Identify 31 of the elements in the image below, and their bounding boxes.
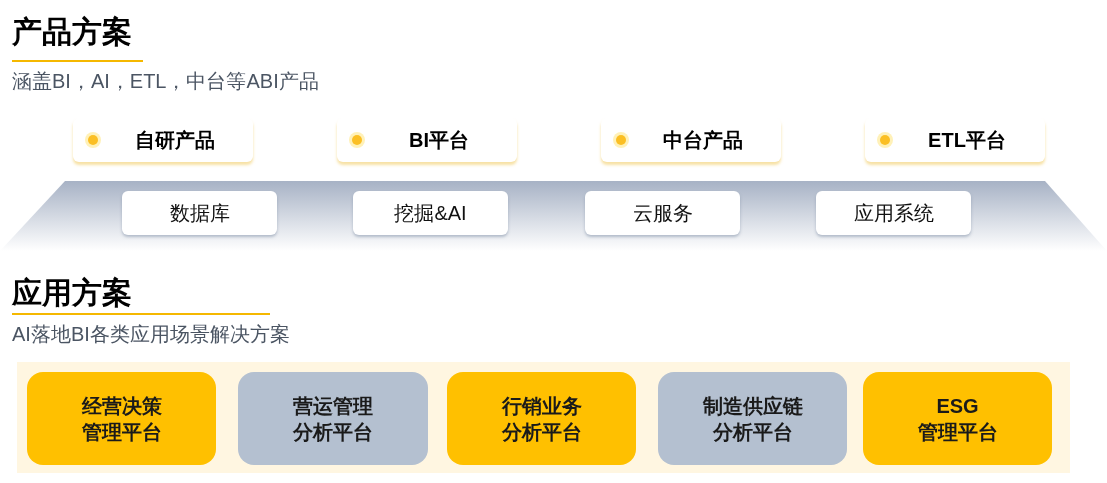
category-box	[585, 191, 740, 235]
node-label: ESG 管理平台	[916, 393, 999, 445]
solutions-panel	[17, 362, 1070, 473]
solution-tile	[863, 372, 1052, 465]
solution-tile	[658, 372, 847, 465]
category-box	[122, 191, 277, 235]
section-heading: 应用方案	[12, 275, 132, 311]
category-box	[816, 191, 971, 235]
node-label: 中台产品	[663, 128, 743, 153]
node-label: 数据库	[169, 201, 230, 226]
solution-tile	[27, 372, 216, 465]
node-label: 云服务	[632, 201, 693, 226]
node-label: 应用系统	[853, 201, 934, 226]
node-label: BI平台	[409, 128, 469, 153]
category-box	[353, 191, 508, 235]
section-subtitle: 涵盖BI，AI，ETL，中台等ABI产品	[12, 69, 319, 94]
solution-tile	[238, 372, 428, 465]
section-subtitle: AI落地BI各类应用场景解决方案	[12, 322, 290, 347]
product-card	[601, 118, 781, 162]
product-card	[865, 118, 1045, 162]
node-label: 行销业务分析平台	[501, 393, 582, 445]
node-label: 自研产品	[135, 128, 215, 153]
solution-tile	[447, 372, 636, 465]
node-label: 挖掘&AI	[394, 201, 467, 226]
node-label: ETL平台	[928, 128, 1006, 153]
product-card	[73, 118, 253, 162]
product-card	[337, 118, 517, 162]
node-label: 制造供应链分析平台	[702, 393, 803, 445]
node-label: 经营决策管理平台	[81, 393, 162, 445]
node-label: 营运管理分析平台	[293, 393, 373, 445]
section-heading: 产品方案	[12, 14, 132, 50]
